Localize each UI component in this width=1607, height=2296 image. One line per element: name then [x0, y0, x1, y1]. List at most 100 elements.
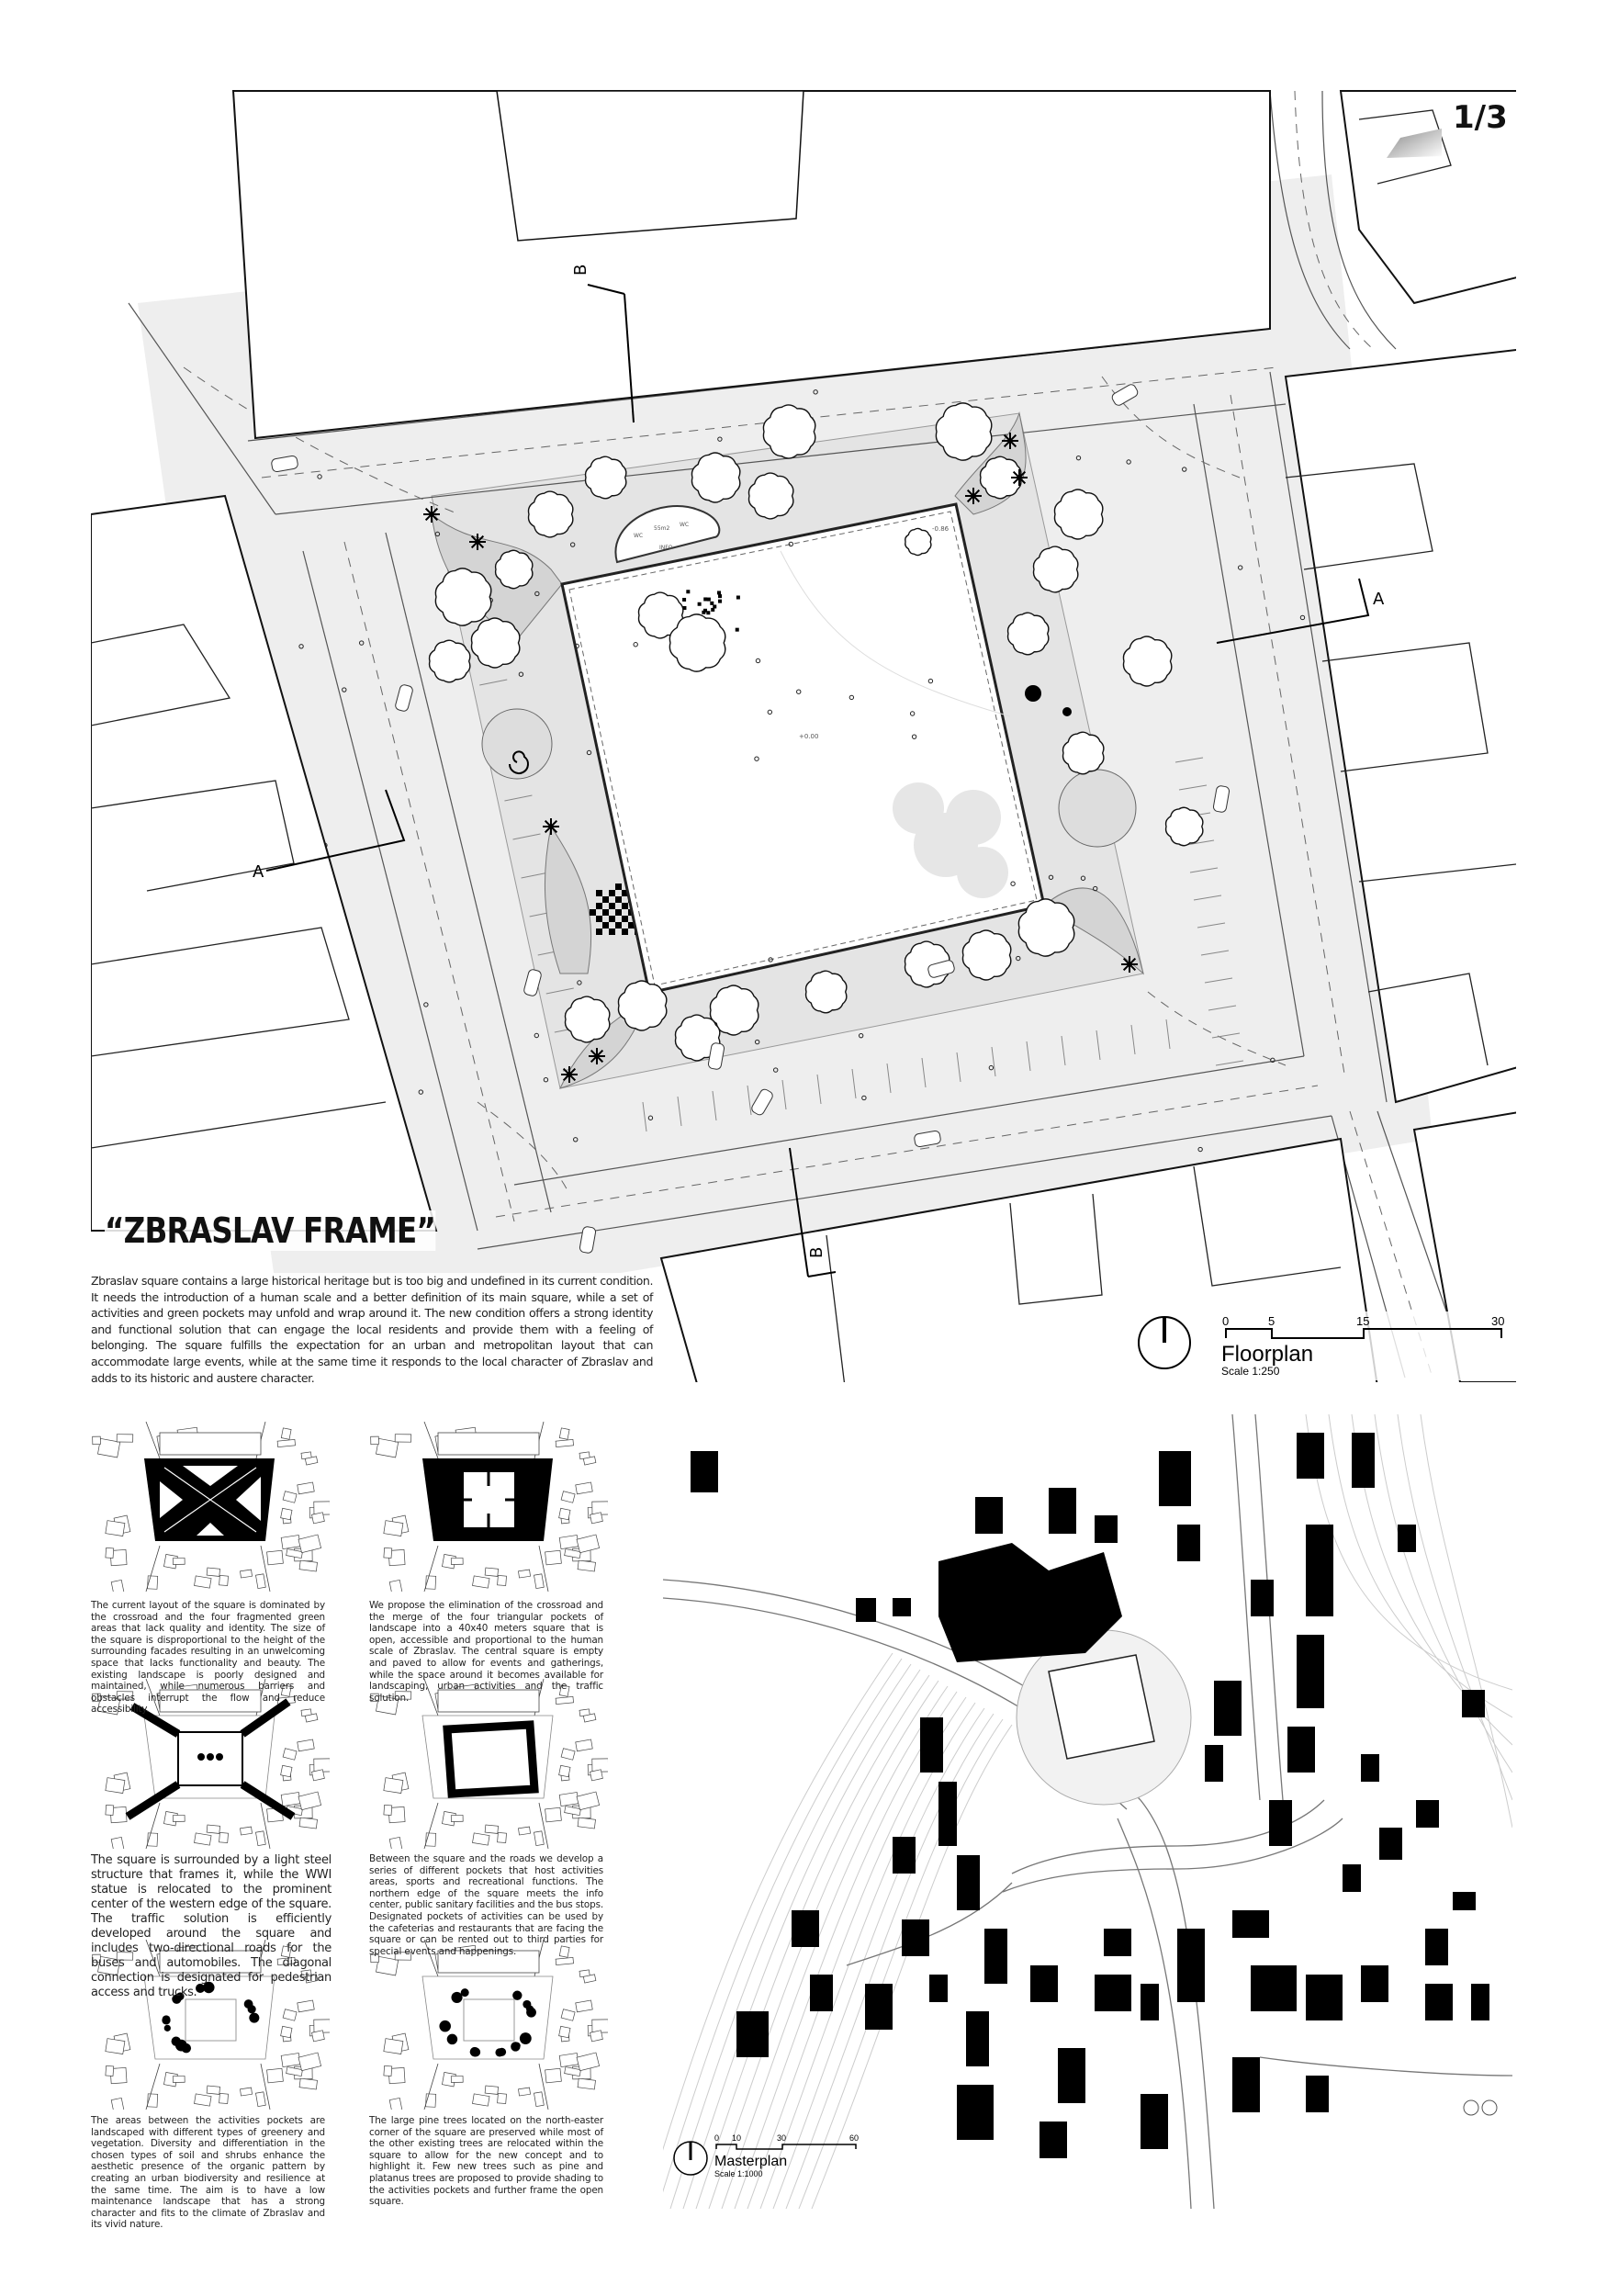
building-footprint	[1343, 1864, 1361, 1892]
pine-tree-icon	[1011, 469, 1028, 486]
stall-line	[545, 987, 574, 995]
shrub-dot	[927, 678, 934, 684]
tree-icon	[674, 1014, 721, 1062]
masterplan-square-area	[1016, 1629, 1192, 1806]
tree-icon	[979, 456, 1022, 500]
building-footprint	[1095, 1975, 1131, 2011]
building-footprint	[1306, 1525, 1333, 1616]
shrub-dot	[1237, 565, 1243, 570]
stall-line	[1211, 1032, 1241, 1039]
stall-line	[1026, 1041, 1031, 1072]
diagram-text-6: The large pine trees located on the nort…	[369, 2115, 603, 2208]
chess-tile	[596, 929, 602, 935]
seat-dot	[682, 605, 687, 610]
building-footprint	[1049, 1488, 1076, 1534]
north-inner-building	[496, 90, 804, 242]
floorplan-scale: Scale 1:250	[1221, 1365, 1280, 1378]
contour-lines	[663, 1414, 1512, 2209]
section-a-label-east: A	[1373, 590, 1385, 609]
shrub-dot	[911, 734, 917, 739]
contour-line	[1328, 1414, 1512, 1718]
scale-tick: 0	[714, 2133, 719, 2143]
shrub-dot	[1016, 955, 1021, 962]
building-footprint	[920, 1717, 943, 1773]
seat-dot	[718, 599, 723, 603]
building-footprint	[984, 1929, 1007, 1984]
shrub-dot	[1182, 467, 1187, 472]
building-footprint	[1251, 1965, 1297, 2011]
chess-tile	[596, 890, 602, 896]
east-pocket-dot	[1025, 685, 1041, 702]
section-a-label: A	[253, 862, 264, 882]
seat-dot	[686, 590, 691, 594]
facade-shadow	[1387, 129, 1442, 158]
building-footprint	[893, 1837, 916, 1874]
building-footprint	[1287, 1727, 1315, 1773]
floorplan-name: Floorplan	[1221, 1342, 1313, 1367]
ne-block	[1339, 90, 1516, 305]
chess-tile	[615, 896, 622, 903]
building-footprint	[893, 1598, 911, 1616]
shrub-dot	[772, 1067, 779, 1073]
shrub-dot	[342, 687, 347, 692]
stall-line	[1197, 922, 1226, 929]
concept-diagram-6	[370, 1940, 608, 2110]
contour-line	[695, 1674, 930, 2209]
building-footprint	[1177, 1525, 1200, 1561]
pine-tree-icon	[965, 488, 982, 504]
tree-icon	[1032, 546, 1079, 593]
section-b-label-south: B	[807, 1247, 826, 1258]
car-icon	[707, 1042, 725, 1070]
building-footprint	[1471, 1984, 1489, 2020]
large-building	[938, 1543, 1122, 1662]
concept-diagram-3	[92, 1679, 330, 1849]
building-footprint	[1058, 2048, 1085, 2103]
shrub-dot	[298, 644, 304, 649]
seat-dot	[718, 594, 723, 599]
contour-line	[663, 1652, 893, 2151]
tree-icon	[1164, 806, 1204, 847]
kiosk-wc-label: WC	[634, 533, 643, 539]
chess-tile	[609, 929, 615, 935]
stall-line	[677, 1096, 682, 1127]
tree-icon	[584, 456, 627, 500]
stall-line	[1193, 895, 1222, 901]
tree-icon	[527, 490, 574, 538]
stall-line	[747, 1085, 752, 1116]
chess-tile	[615, 909, 622, 916]
shrub-dot	[848, 694, 855, 701]
pine-tree-icon	[589, 1048, 605, 1064]
building-footprint	[1306, 1975, 1343, 2020]
stall-line	[816, 1074, 822, 1105]
building-footprint	[1462, 1690, 1485, 1717]
shrub-dot	[754, 756, 759, 761]
shrub-dot	[543, 1077, 549, 1083]
masterplan-scale-bar: 0 10 30 60 Masterplan Scale 1:1000	[714, 2133, 859, 2178]
building-footprint	[966, 2011, 989, 2066]
building-footprint	[1232, 1910, 1269, 1938]
section-line-a	[265, 578, 1370, 872]
chess-tile	[602, 922, 609, 929]
project-description: Zbraslav square contains a large histori…	[91, 1273, 653, 1387]
shrub-dot	[988, 1064, 995, 1071]
chess-tile	[596, 903, 602, 909]
masterplan-drawing: 0 10 30 60 Masterplan Scale 1:1000	[663, 1414, 1512, 2209]
square-frame-inner	[568, 511, 1038, 986]
masterplan-north-arrow	[673, 2141, 708, 2176]
diagram-text-1: The current layout of the square is domi…	[91, 1600, 325, 1716]
building-footprint	[1251, 1580, 1274, 1616]
seat-dot	[697, 602, 702, 606]
stall-line	[1200, 950, 1230, 956]
chess-tile	[609, 916, 615, 922]
tree-icon	[804, 970, 848, 1014]
building-footprint	[1361, 1754, 1379, 1782]
chess-tile	[615, 884, 622, 890]
building-footprint	[1039, 2122, 1067, 2158]
contour-line	[721, 1685, 949, 2209]
building-footprint	[1453, 1892, 1476, 1910]
section-b-label: B	[571, 264, 590, 276]
chess-tile	[590, 909, 596, 916]
shrub-dot	[909, 711, 916, 716]
seat-dot	[717, 591, 722, 595]
trees	[423, 237, 1204, 1083]
